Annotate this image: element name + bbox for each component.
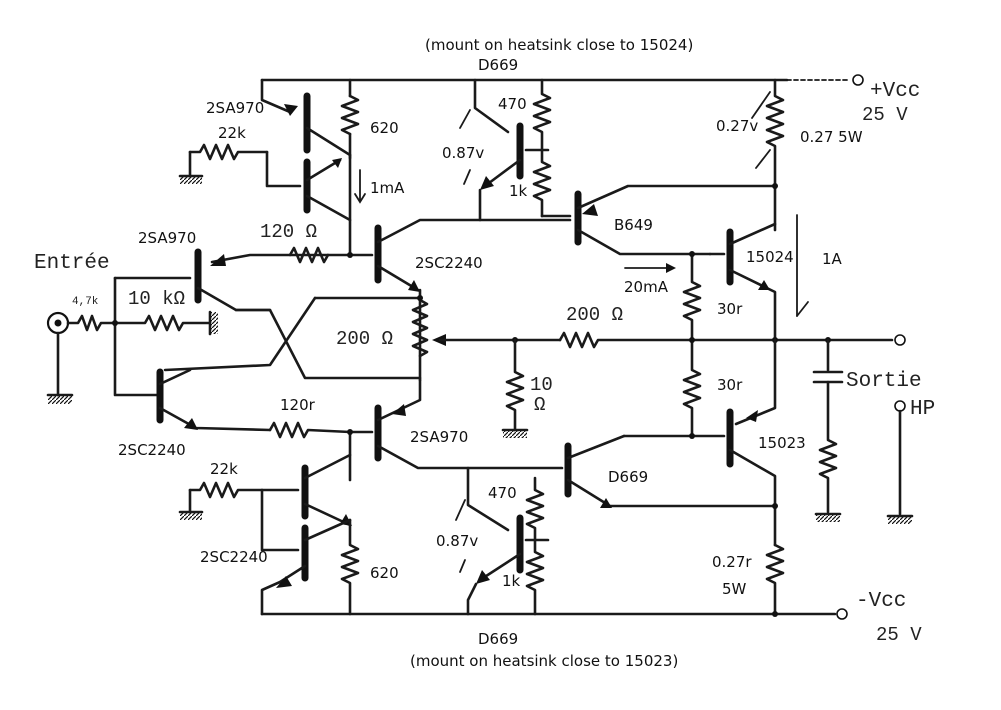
input-transistor-2sa970 [194,246,352,312]
r470-top-label: 470 [498,95,527,113]
r5w-bottom-label: 5W [722,580,747,598]
vcc-positive-label: +Vcc [870,80,920,103]
junction-dots [112,183,778,617]
q-d669-bottom-label: D669 [608,468,648,486]
v027-top-label: 0.27v [716,117,758,135]
q-2sc2240-mid-label: 2SC2240 [415,254,483,272]
r1k-bottom-label: 1k [502,572,521,590]
q-b649-label: B649 [614,216,653,234]
feedback-resistor-10 [501,338,529,438]
r200-right-label: 200 Ω [566,304,623,326]
cross-wiring [163,296,422,380]
output-terminal [894,334,906,346]
d669-top-label: D669 [478,56,518,74]
entree-label: Entrée [34,252,110,275]
r10-unit-label: Ω [534,394,545,416]
r30-top-label: 30r [717,300,743,318]
vcc-negative-value: 25 V [876,624,922,646]
r120-top-label: 120 Ω [260,221,317,243]
hp-label: HP [910,398,935,421]
output-zobel-network [812,338,914,524]
q-2sa970-input-label: 2SA970 [138,229,196,247]
vcc-negative-label: -Vcc [856,590,906,613]
q-2sc2240-input-label: 2SC2240 [118,441,186,459]
current-20ma-label: 20mA [624,278,669,296]
hp-terminal [894,400,906,412]
bottom-current-source [178,453,360,616]
current-1ma-label: 1mA [370,179,405,197]
r120-bottom-label: 120r [280,396,316,414]
r470-bottom-label: 470 [488,484,517,502]
d669-bottom-label: D669 [478,630,518,648]
component-labels: (mount on heatsink close to 15024) D669 … [34,36,935,670]
r200-pot-label: 200 Ω [336,328,393,350]
r22k-bottom-label: 22k [210,460,238,478]
r027-top-label: 0.27 5W [800,128,863,146]
bias-potentiometer-200 [411,298,562,358]
output-transistor-15024 [708,78,809,342]
input-transistor-2sc2240 [156,368,352,439]
top-vbe-multiplier-d669 [459,78,552,222]
v027-bottom-label: 0.27r [712,553,752,571]
bottom-vbe-multiplier-d669 [455,466,550,616]
heatsink-note-top: (mount on heatsink close to 15024) [425,36,693,54]
q-15024-label: 15024 [746,248,794,266]
input-network [46,276,218,404]
negative-rail [260,608,848,620]
vcc-negative-terminal [836,608,848,620]
driver-transistor-d669 [564,434,777,508]
r22k-top-label: 22k [218,124,246,142]
v087-top-label: 0.87v [442,144,484,162]
r10k-label: 10 kΩ [128,288,185,310]
vcc-positive-terminal [852,74,864,86]
q-2sa970-bottom-label: 2SA970 [410,428,468,446]
r620-bottom-label: 620 [370,564,399,582]
r1k-top-label: 1k [509,182,528,200]
v087-bottom-label: 0.87v [436,532,478,550]
emitter-resistor-network [512,252,906,438]
top-current-source [178,78,366,257]
q-2sa970-top-label: 2SA970 [206,99,264,117]
output-transistor-15023 [622,338,785,616]
q-15023-label: 15023 [758,434,806,452]
sortie-label: Sortie [846,370,922,393]
driver-transistor-2sc2240 [348,218,572,382]
r30-bottom-label: 30r [717,376,743,394]
driver-transistor-b649 [540,184,777,273]
r620-top-label: 620 [370,119,399,137]
heatsink-note-bottom: (mount on heatsink close to 15023) [410,652,678,670]
positive-rail [260,74,864,86]
q-2sc2240-bottom-label: 2SC2240 [200,548,268,566]
current-1a-label: 1A [822,250,843,268]
r10-label: 10 [530,374,553,396]
vcc-positive-value: 25 V [862,104,908,126]
r47k-label: 4,7k [72,296,99,308]
